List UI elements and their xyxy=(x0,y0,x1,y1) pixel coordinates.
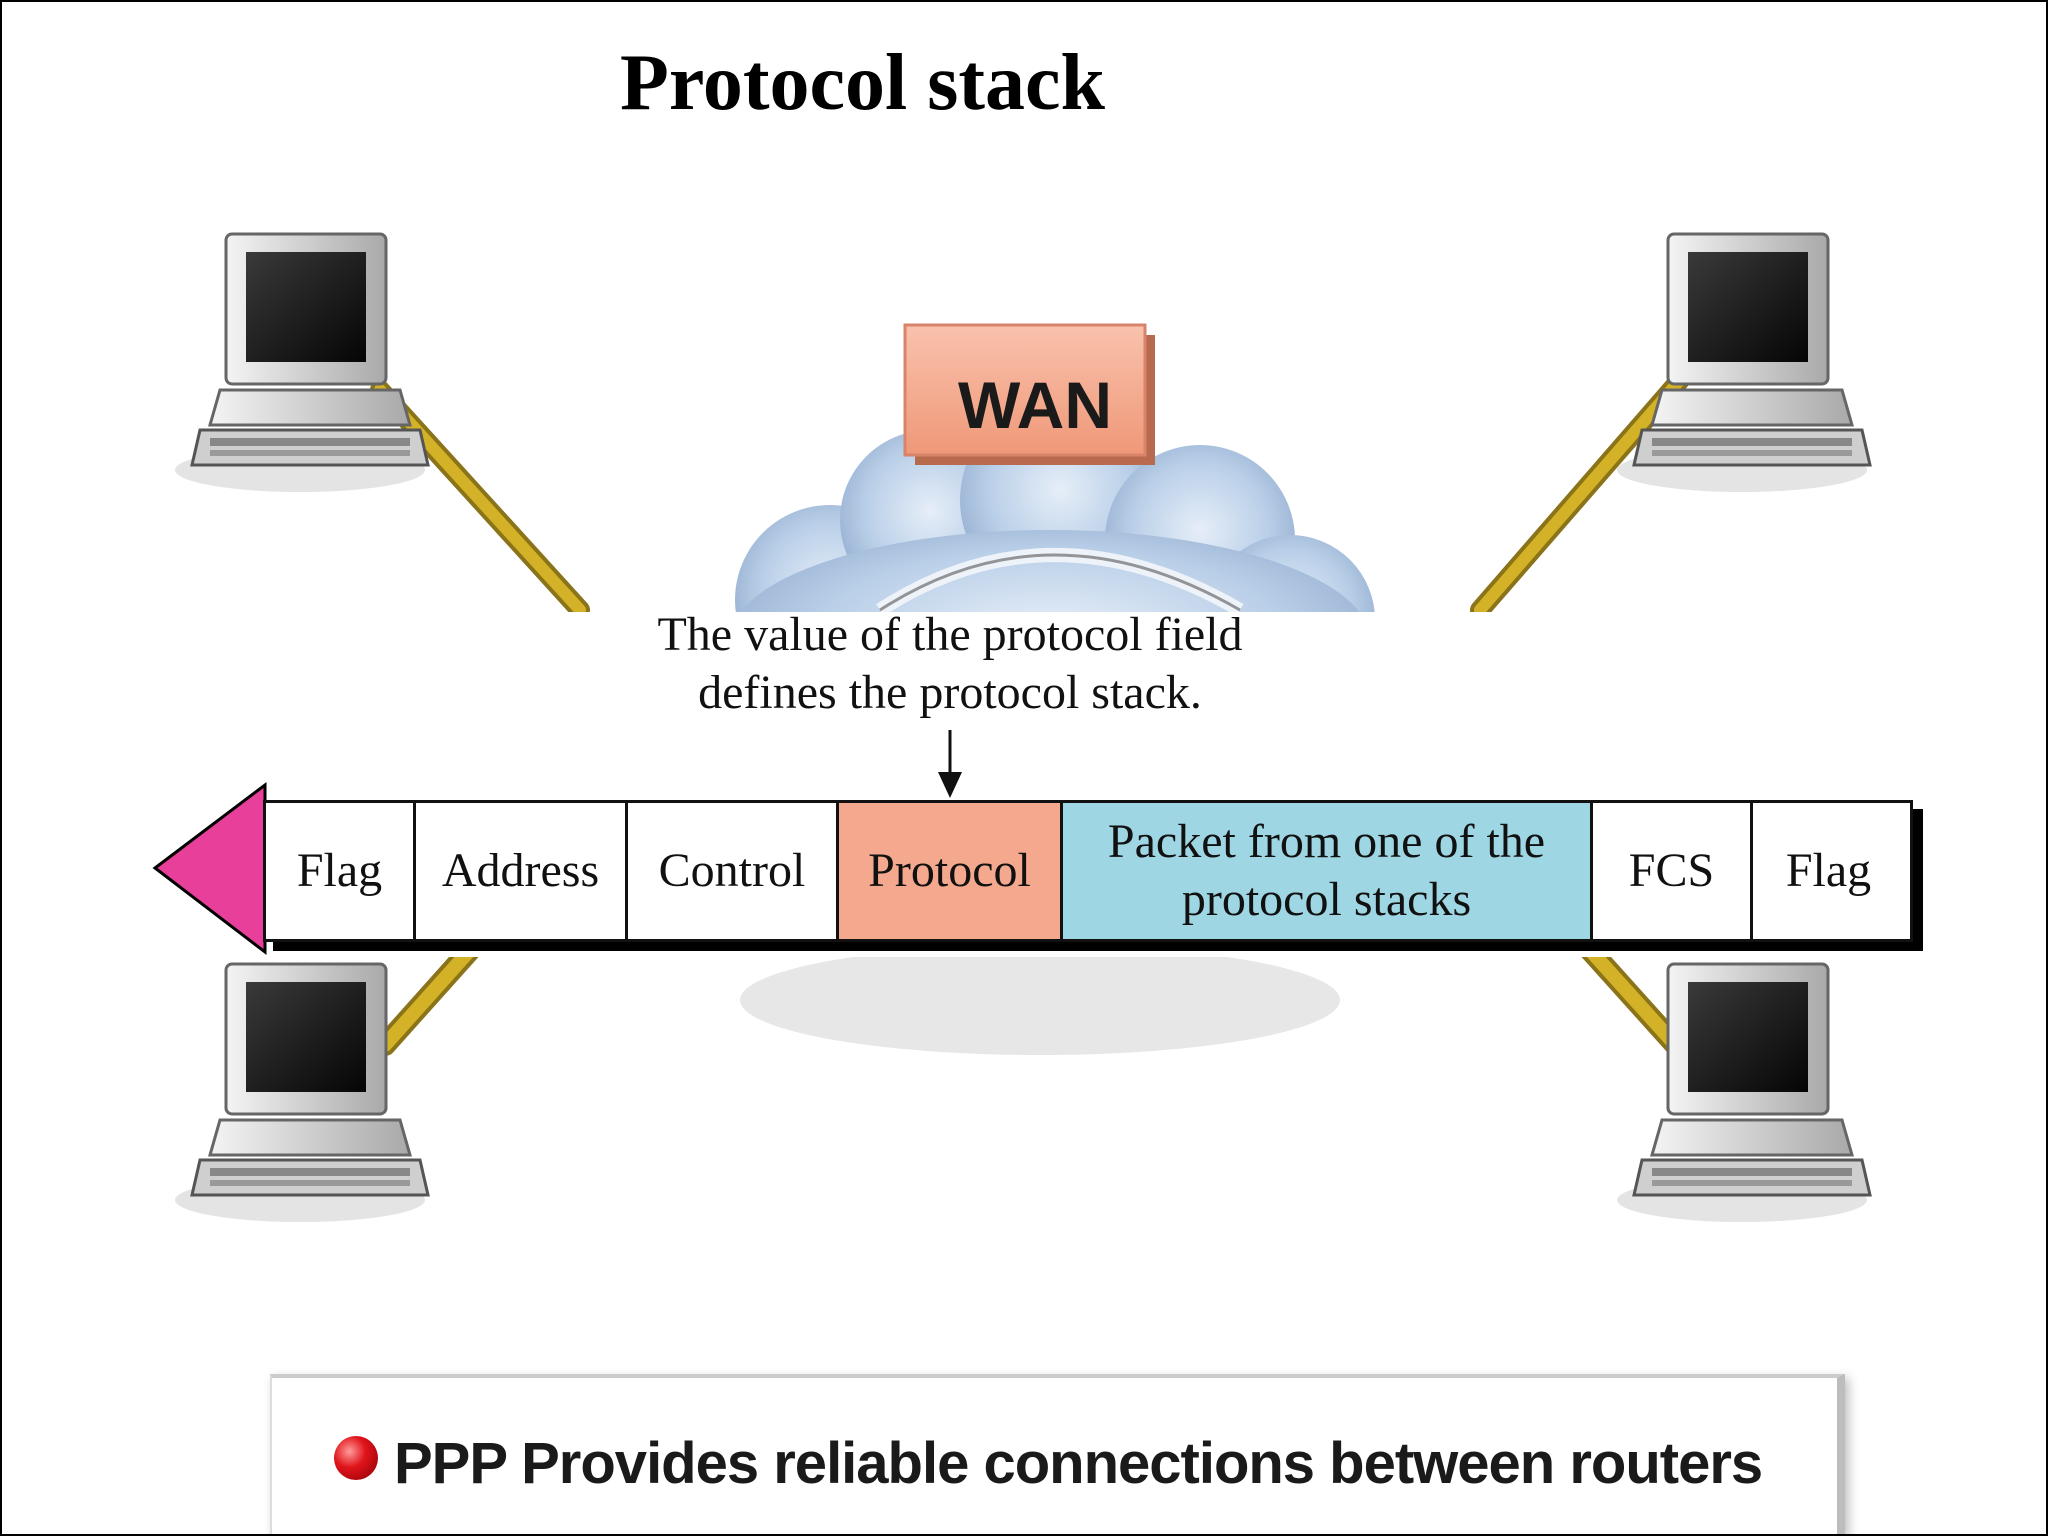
wan-label: WAN xyxy=(958,368,1112,442)
cable-top-right xyxy=(1470,370,1690,620)
field-address: Address xyxy=(416,803,628,939)
annotation-line1: The value of the protocol field xyxy=(657,608,1243,661)
computer-icon xyxy=(1615,962,1872,1224)
annotation-line2: defines the protocol stack. xyxy=(698,666,1202,719)
caption-box: PPP Provides reliable connections betwee… xyxy=(270,1374,1845,1534)
field-flag-end: Flag xyxy=(1785,844,1872,898)
field-flag-start: Flag xyxy=(266,803,416,939)
ppp-frame: Flag Address Control Protocol Packet fro… xyxy=(263,800,1913,942)
computer-icon xyxy=(173,232,430,494)
wan-badge: WAN xyxy=(903,323,1155,465)
cable-bottom-left xyxy=(374,939,481,1056)
pointer-arrow xyxy=(938,730,962,798)
cable-bottom-right xyxy=(1579,939,1691,1061)
field-control: Control xyxy=(628,803,839,939)
cable-top-left xyxy=(370,380,590,620)
field-fcs: FCS xyxy=(1593,803,1753,939)
bullet-icon xyxy=(334,1436,378,1480)
field-packet-line1: Packet from one of the xyxy=(1107,815,1546,869)
field-packet-line2: protocol stacks xyxy=(1181,873,1472,926)
field-protocol: Protocol xyxy=(839,803,1063,939)
slide-title: Protocol stack xyxy=(619,39,1106,127)
field-packet: Packet from one of the protocol stacks xyxy=(1063,803,1593,939)
computer-icon xyxy=(1615,232,1872,494)
caption-text: PPP Provides reliable connections betwee… xyxy=(394,1431,1763,1496)
annotation: The value of the protocol field defines … xyxy=(520,606,1380,722)
computer-icon xyxy=(173,962,430,1224)
